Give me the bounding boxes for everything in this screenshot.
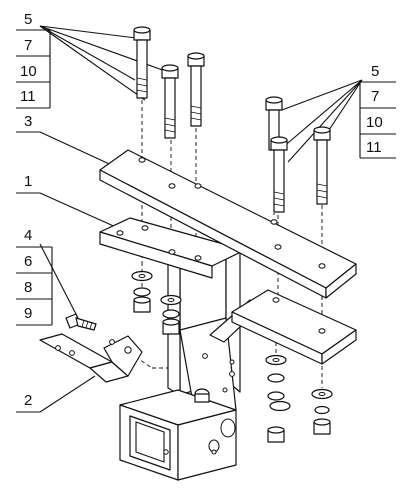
plate-1 <box>99 217 246 279</box>
bracket-2 <box>39 333 143 383</box>
callout-2: 2 <box>16 375 96 413</box>
nut-receiver <box>194 388 210 403</box>
callout-group-top-right: 5 7 10 11 <box>281 63 396 163</box>
callout-2-label: 2 <box>24 392 32 409</box>
callout-11-top-right: 11 <box>366 139 382 156</box>
washers-nuts-left <box>131 270 182 335</box>
callout-5-top-left: 5 <box>24 11 32 28</box>
washers-nuts-right <box>265 354 333 443</box>
bolts-top-left <box>133 26 205 139</box>
callout-1-label: 1 <box>24 173 32 190</box>
callout-3-label: 3 <box>24 113 32 130</box>
callout-4: 4 <box>24 227 32 244</box>
callout-3: 3 <box>16 113 119 169</box>
callout-11-top-left: 11 <box>20 88 36 105</box>
callout-8: 8 <box>24 279 32 296</box>
callout-5-top-right: 5 <box>371 63 379 80</box>
bolts-top-right <box>265 96 331 213</box>
plate-3 <box>99 149 357 299</box>
callout-10-top-right: 10 <box>366 114 383 131</box>
hitch-body <box>119 239 241 481</box>
callout-7-top-left: 7 <box>24 37 32 54</box>
callout-group-top-left: 5 7 10 11 <box>16 11 169 109</box>
callout-6: 6 <box>24 253 32 270</box>
callout-7-top-right: 7 <box>371 88 379 105</box>
callout-10-top-left: 10 <box>20 63 37 80</box>
bolt-4 <box>65 313 97 331</box>
callout-group-left: 4 6 8 9 <box>16 227 79 326</box>
callout-9: 9 <box>24 305 32 322</box>
callout-1: 1 <box>16 173 119 229</box>
plate-lower-right <box>231 289 357 365</box>
